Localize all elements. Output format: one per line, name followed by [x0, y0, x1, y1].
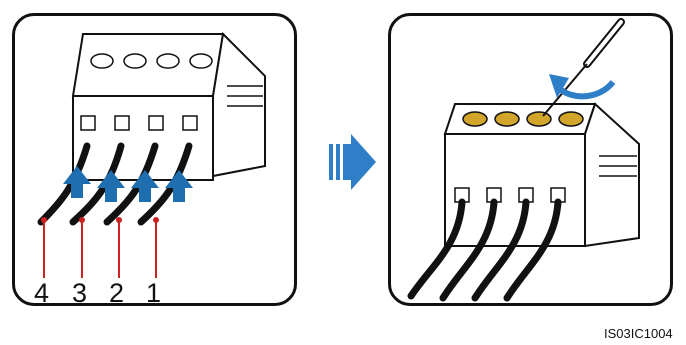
panel-insert-wires: 4 3 2 1 [12, 13, 297, 306]
terminal-connector-icon [15, 16, 300, 309]
wire-number-2: 2 [109, 278, 124, 309]
wire-marker [44, 220, 156, 278]
panel-tighten-screws [388, 13, 673, 306]
wire-number-4: 4 [34, 278, 49, 309]
terminal-connector-icon [391, 16, 676, 309]
figure-code: IS03IC1004 [604, 326, 673, 341]
wire-number-1: 1 [146, 278, 161, 309]
rotate-clockwise-icon [549, 74, 613, 98]
wire-number-3: 3 [72, 278, 87, 309]
screwdriver-icon [543, 22, 621, 116]
